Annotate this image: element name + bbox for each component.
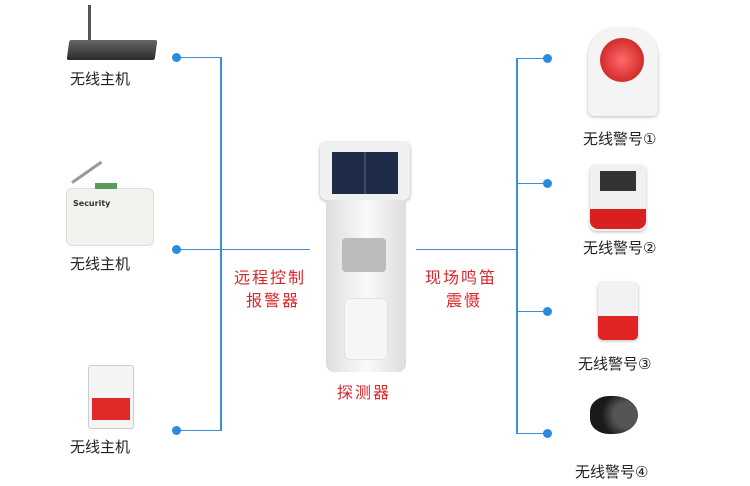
right-device-label-3: 无线警号③ bbox=[578, 355, 652, 373]
siren-4-horn-image bbox=[590, 396, 638, 434]
connector-dot bbox=[543, 179, 552, 188]
siren-1-image bbox=[588, 28, 658, 116]
connector-line bbox=[516, 58, 518, 434]
connector-dot bbox=[543, 429, 552, 438]
left-device-label-2: 无线主机 bbox=[70, 255, 131, 273]
connector-dot bbox=[172, 245, 181, 254]
detector-label: 探测器 bbox=[337, 383, 392, 402]
right-device-label-4: 无线警号④ bbox=[575, 463, 649, 481]
left-device-label-3: 无线主机 bbox=[70, 438, 131, 456]
connector-line bbox=[517, 183, 547, 184]
connector-line bbox=[517, 433, 547, 434]
connector-dot bbox=[543, 307, 552, 316]
left-caption-2: 报警器 bbox=[246, 291, 301, 310]
connector-line bbox=[180, 57, 221, 58]
left-caption-1: 远程控制 bbox=[234, 268, 307, 287]
host-antenna bbox=[88, 5, 91, 45]
siren-2-image bbox=[590, 165, 646, 231]
connector-dot bbox=[172, 426, 181, 435]
right-caption-1: 现场鸣笛 bbox=[425, 268, 498, 287]
wireless-host-3-image bbox=[88, 365, 134, 429]
solar-panel bbox=[320, 142, 410, 200]
wireless-host-1-image bbox=[66, 40, 158, 60]
host-antenna bbox=[71, 160, 103, 184]
wireless-host-2-image: Security bbox=[66, 183, 154, 246]
connector-line bbox=[180, 249, 310, 250]
connector-line bbox=[517, 311, 547, 312]
connector-line bbox=[416, 249, 517, 250]
detector-image bbox=[316, 138, 416, 378]
connector-line bbox=[180, 430, 221, 431]
connector-line bbox=[220, 57, 222, 431]
right-device-label-2: 无线警号② bbox=[583, 239, 657, 257]
connector-dot bbox=[543, 54, 552, 63]
left-device-label-1: 无线主机 bbox=[70, 70, 131, 88]
connector-dot bbox=[172, 53, 181, 62]
right-device-label-1: 无线警号① bbox=[583, 130, 657, 148]
brand-text: Security bbox=[73, 199, 111, 208]
right-caption-2: 震慑 bbox=[446, 291, 483, 310]
connector-line bbox=[517, 58, 547, 59]
siren-3-image bbox=[598, 282, 638, 340]
